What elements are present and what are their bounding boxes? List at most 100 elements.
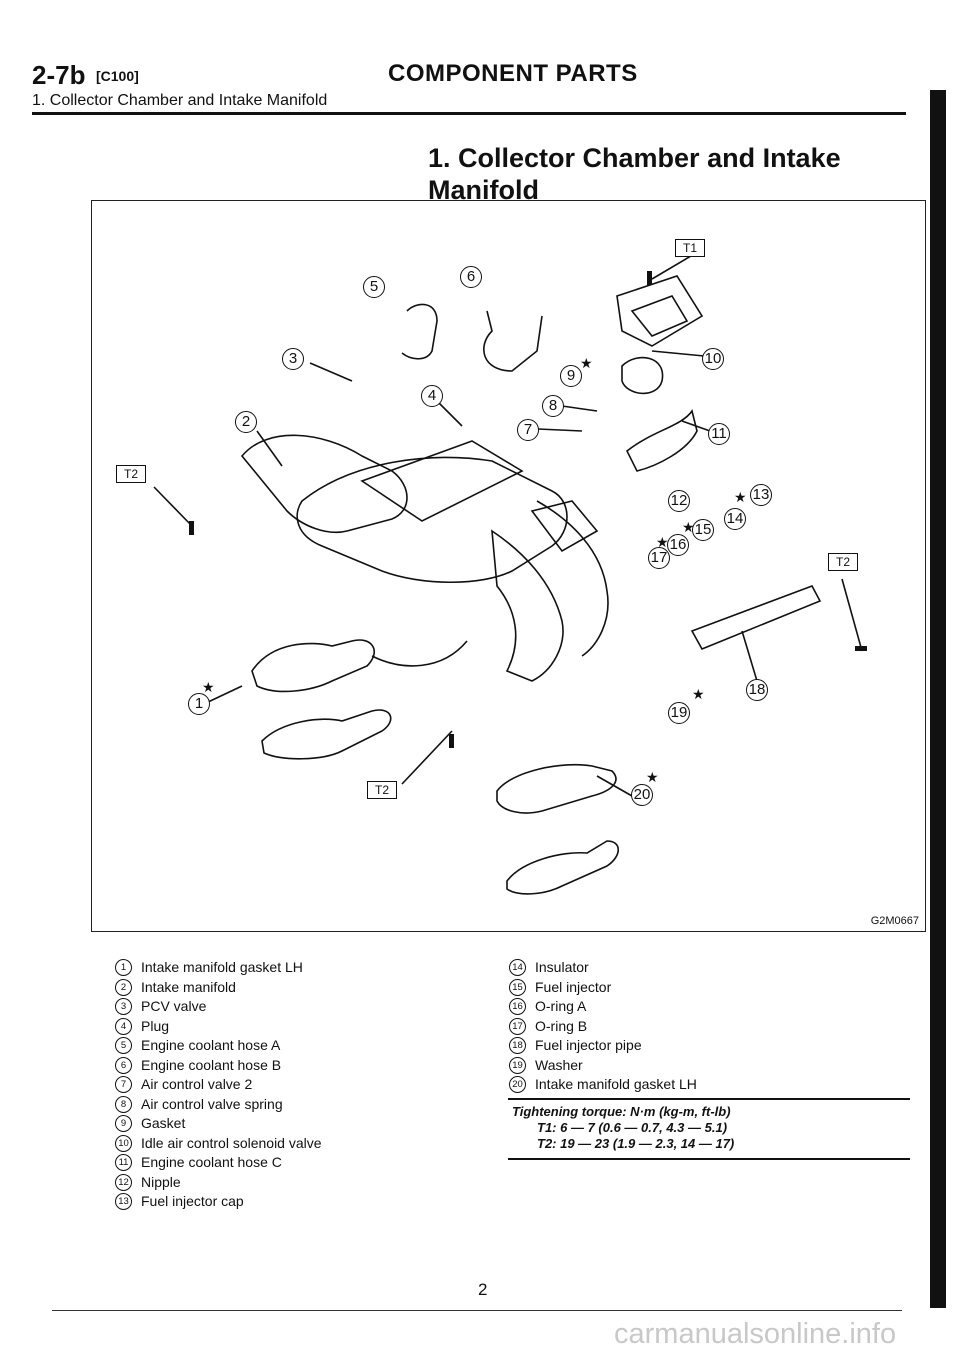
- section-number: 2-7b: [32, 60, 86, 90]
- page-title: 1. Collector Chamber and Intake Manifold: [428, 143, 841, 205]
- legend-label: Fuel injector cap: [141, 1193, 244, 1209]
- leader-2: [256, 430, 283, 467]
- legend-number: 10: [115, 1134, 132, 1152]
- bolt-t1: [647, 271, 652, 285]
- iac-valve: [616, 275, 704, 347]
- callout-9: 9: [560, 365, 582, 387]
- legend-label: Air control valve spring: [141, 1095, 283, 1112]
- leader-t2-left: [153, 486, 193, 527]
- legend-label: Engine coolant hose A: [141, 1037, 281, 1053]
- legend-label: Idle air control solenoid valve: [141, 1134, 322, 1151]
- watermark: carmanualsonline.info: [614, 1318, 897, 1350]
- legend-item: 10 Idle air control solenoid valve: [115, 1134, 322, 1154]
- legend-label: Washer: [535, 1056, 583, 1073]
- callout-6: 6: [460, 266, 482, 288]
- callout-11: 11: [708, 423, 730, 445]
- callout-19: 19: [668, 702, 690, 724]
- star-marker: ★: [682, 519, 695, 535]
- callout-2: 2: [235, 411, 257, 433]
- legend-number: 14: [509, 959, 526, 977]
- legend-label: Engine coolant hose B: [141, 1056, 282, 1073]
- header-rule: [32, 112, 906, 115]
- legend-number: 11: [115, 1154, 132, 1172]
- collector-chamber: [360, 440, 524, 522]
- section-title: COMPONENT PARTS: [388, 60, 638, 87]
- legend-number: 13: [115, 1193, 132, 1211]
- legend-label: Engine coolant hose C: [141, 1154, 282, 1170]
- legend-number: 5: [115, 1037, 132, 1055]
- leader-8: [561, 405, 598, 412]
- legend-number: 15: [509, 978, 526, 996]
- legend-item: 5 Engine coolant hose A: [115, 1036, 322, 1056]
- star-marker: ★: [734, 489, 747, 505]
- legend-number: 12: [115, 1173, 132, 1191]
- legend-number: 16: [509, 998, 526, 1016]
- coolant-hose-a: [401, 303, 438, 360]
- torque-box-t2: T2: [828, 553, 859, 571]
- manifold-runner-right: [491, 529, 564, 682]
- legend-number: 1: [115, 959, 132, 977]
- legend-item: 15 Fuel injector: [509, 978, 697, 998]
- torque-spec: Tightening torque: N·m (kg-m, ft-lb) T1:…: [512, 1104, 734, 1152]
- leader-t2-bottom: [401, 730, 453, 785]
- legend-label: PCV valve: [141, 998, 207, 1014]
- legend-label: Plug: [141, 1017, 170, 1034]
- star-marker: ★: [202, 679, 215, 695]
- callout-10: 10: [702, 348, 724, 370]
- torque-box-t2: T2: [367, 781, 398, 799]
- callout-17: 17: [648, 547, 670, 569]
- leader-20: [596, 775, 633, 797]
- legend-number: 19: [509, 1056, 526, 1074]
- leader-t1: [651, 252, 697, 280]
- torque-t1: T1: 6 — 7 (0.6 — 0.7, 4.3 — 5.1): [537, 1120, 728, 1135]
- injector-pipe: [690, 585, 822, 651]
- legend-number: 8: [115, 1095, 132, 1113]
- callout-13: 13: [750, 484, 772, 506]
- leader-11: [681, 420, 711, 432]
- legend-label: Air control valve 2: [141, 1076, 253, 1092]
- callout-1: 1: [188, 693, 210, 715]
- legend-label: Intake manifold: [141, 978, 236, 995]
- legend-item: 7 Air control valve 2: [115, 1075, 322, 1095]
- leader-4: [436, 400, 463, 427]
- legend-item: 19 Washer: [509, 1056, 697, 1076]
- legend-item: 16 O-ring A: [509, 997, 697, 1017]
- callout-18: 18: [746, 679, 768, 701]
- legend-label: Fuel injector: [535, 978, 612, 995]
- manifold-runner-left: [240, 434, 408, 534]
- callout-4: 4: [421, 385, 443, 407]
- iac-valve-inner: [630, 295, 689, 337]
- section-code: [C100]: [96, 68, 139, 84]
- diagram-drawing: [153, 252, 867, 895]
- figure-code: G2M0667: [870, 915, 919, 927]
- callout-5: 5: [363, 276, 385, 298]
- torque-box-t2: T2: [116, 465, 147, 483]
- leader-t2-right: [841, 578, 863, 652]
- leader-1: [205, 685, 243, 704]
- legend-number: 3: [115, 998, 132, 1016]
- legend-label: O-ring A: [535, 998, 587, 1014]
- manifold-runner-right-2: [536, 500, 609, 657]
- gasket-rh-2: [506, 840, 620, 895]
- legend-label: O-ring B: [535, 1017, 588, 1034]
- coolant-hose-b: [483, 310, 543, 372]
- callout-8: 8: [542, 395, 564, 417]
- binding-edge: [930, 90, 946, 1308]
- legend-item: 3 PCV valve: [115, 997, 322, 1017]
- legend-number: 7: [115, 1076, 132, 1094]
- legend-number: 9: [115, 1115, 132, 1133]
- injector-rail-hose: [371, 640, 468, 667]
- bolt-t2-bottom: [449, 734, 454, 748]
- legend-number: 18: [509, 1037, 526, 1055]
- leader-3: [309, 362, 353, 382]
- callout-3: 3: [282, 348, 304, 370]
- leader-18: [741, 630, 758, 682]
- torque-box-t1: T1: [675, 239, 706, 257]
